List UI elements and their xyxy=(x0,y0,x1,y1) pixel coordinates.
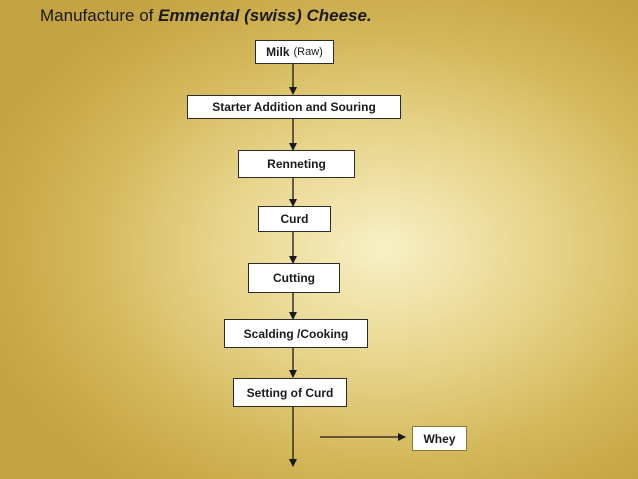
step-sublabel: (Raw) xyxy=(293,46,323,58)
byproduct-label: Whey xyxy=(423,431,456,446)
step-label: Scalding /Cooking xyxy=(243,326,349,341)
step-label: Cutting xyxy=(273,271,315,285)
step-box-cutting: Cutting xyxy=(248,263,340,293)
step-box-starter-addition: Starter Addition and Souring xyxy=(187,95,401,119)
step-label: Setting of Curd xyxy=(246,385,334,400)
step-box-renneting: Renneting xyxy=(238,150,355,178)
step-box-milk: Milk(Raw) xyxy=(255,40,334,64)
step-label: Curd xyxy=(280,212,309,226)
step-box-setting-of-curd: Setting of Curd xyxy=(233,378,347,407)
step-box-curd: Curd xyxy=(258,206,331,232)
title-emphasis: Emmental (swiss) Cheese. xyxy=(158,6,372,25)
step-label: Renneting xyxy=(267,157,326,171)
step-label: Milk xyxy=(266,45,290,59)
step-box-scalding-cooking: Scalding /Cooking xyxy=(224,319,368,348)
title-prefix: Manufacture of xyxy=(40,6,159,25)
byproduct-box-whey: Whey xyxy=(412,426,467,451)
step-label: Starter Addition and Souring xyxy=(212,100,376,114)
slide-title: Manufacture of Emmental (swiss) Cheese. xyxy=(40,6,372,26)
